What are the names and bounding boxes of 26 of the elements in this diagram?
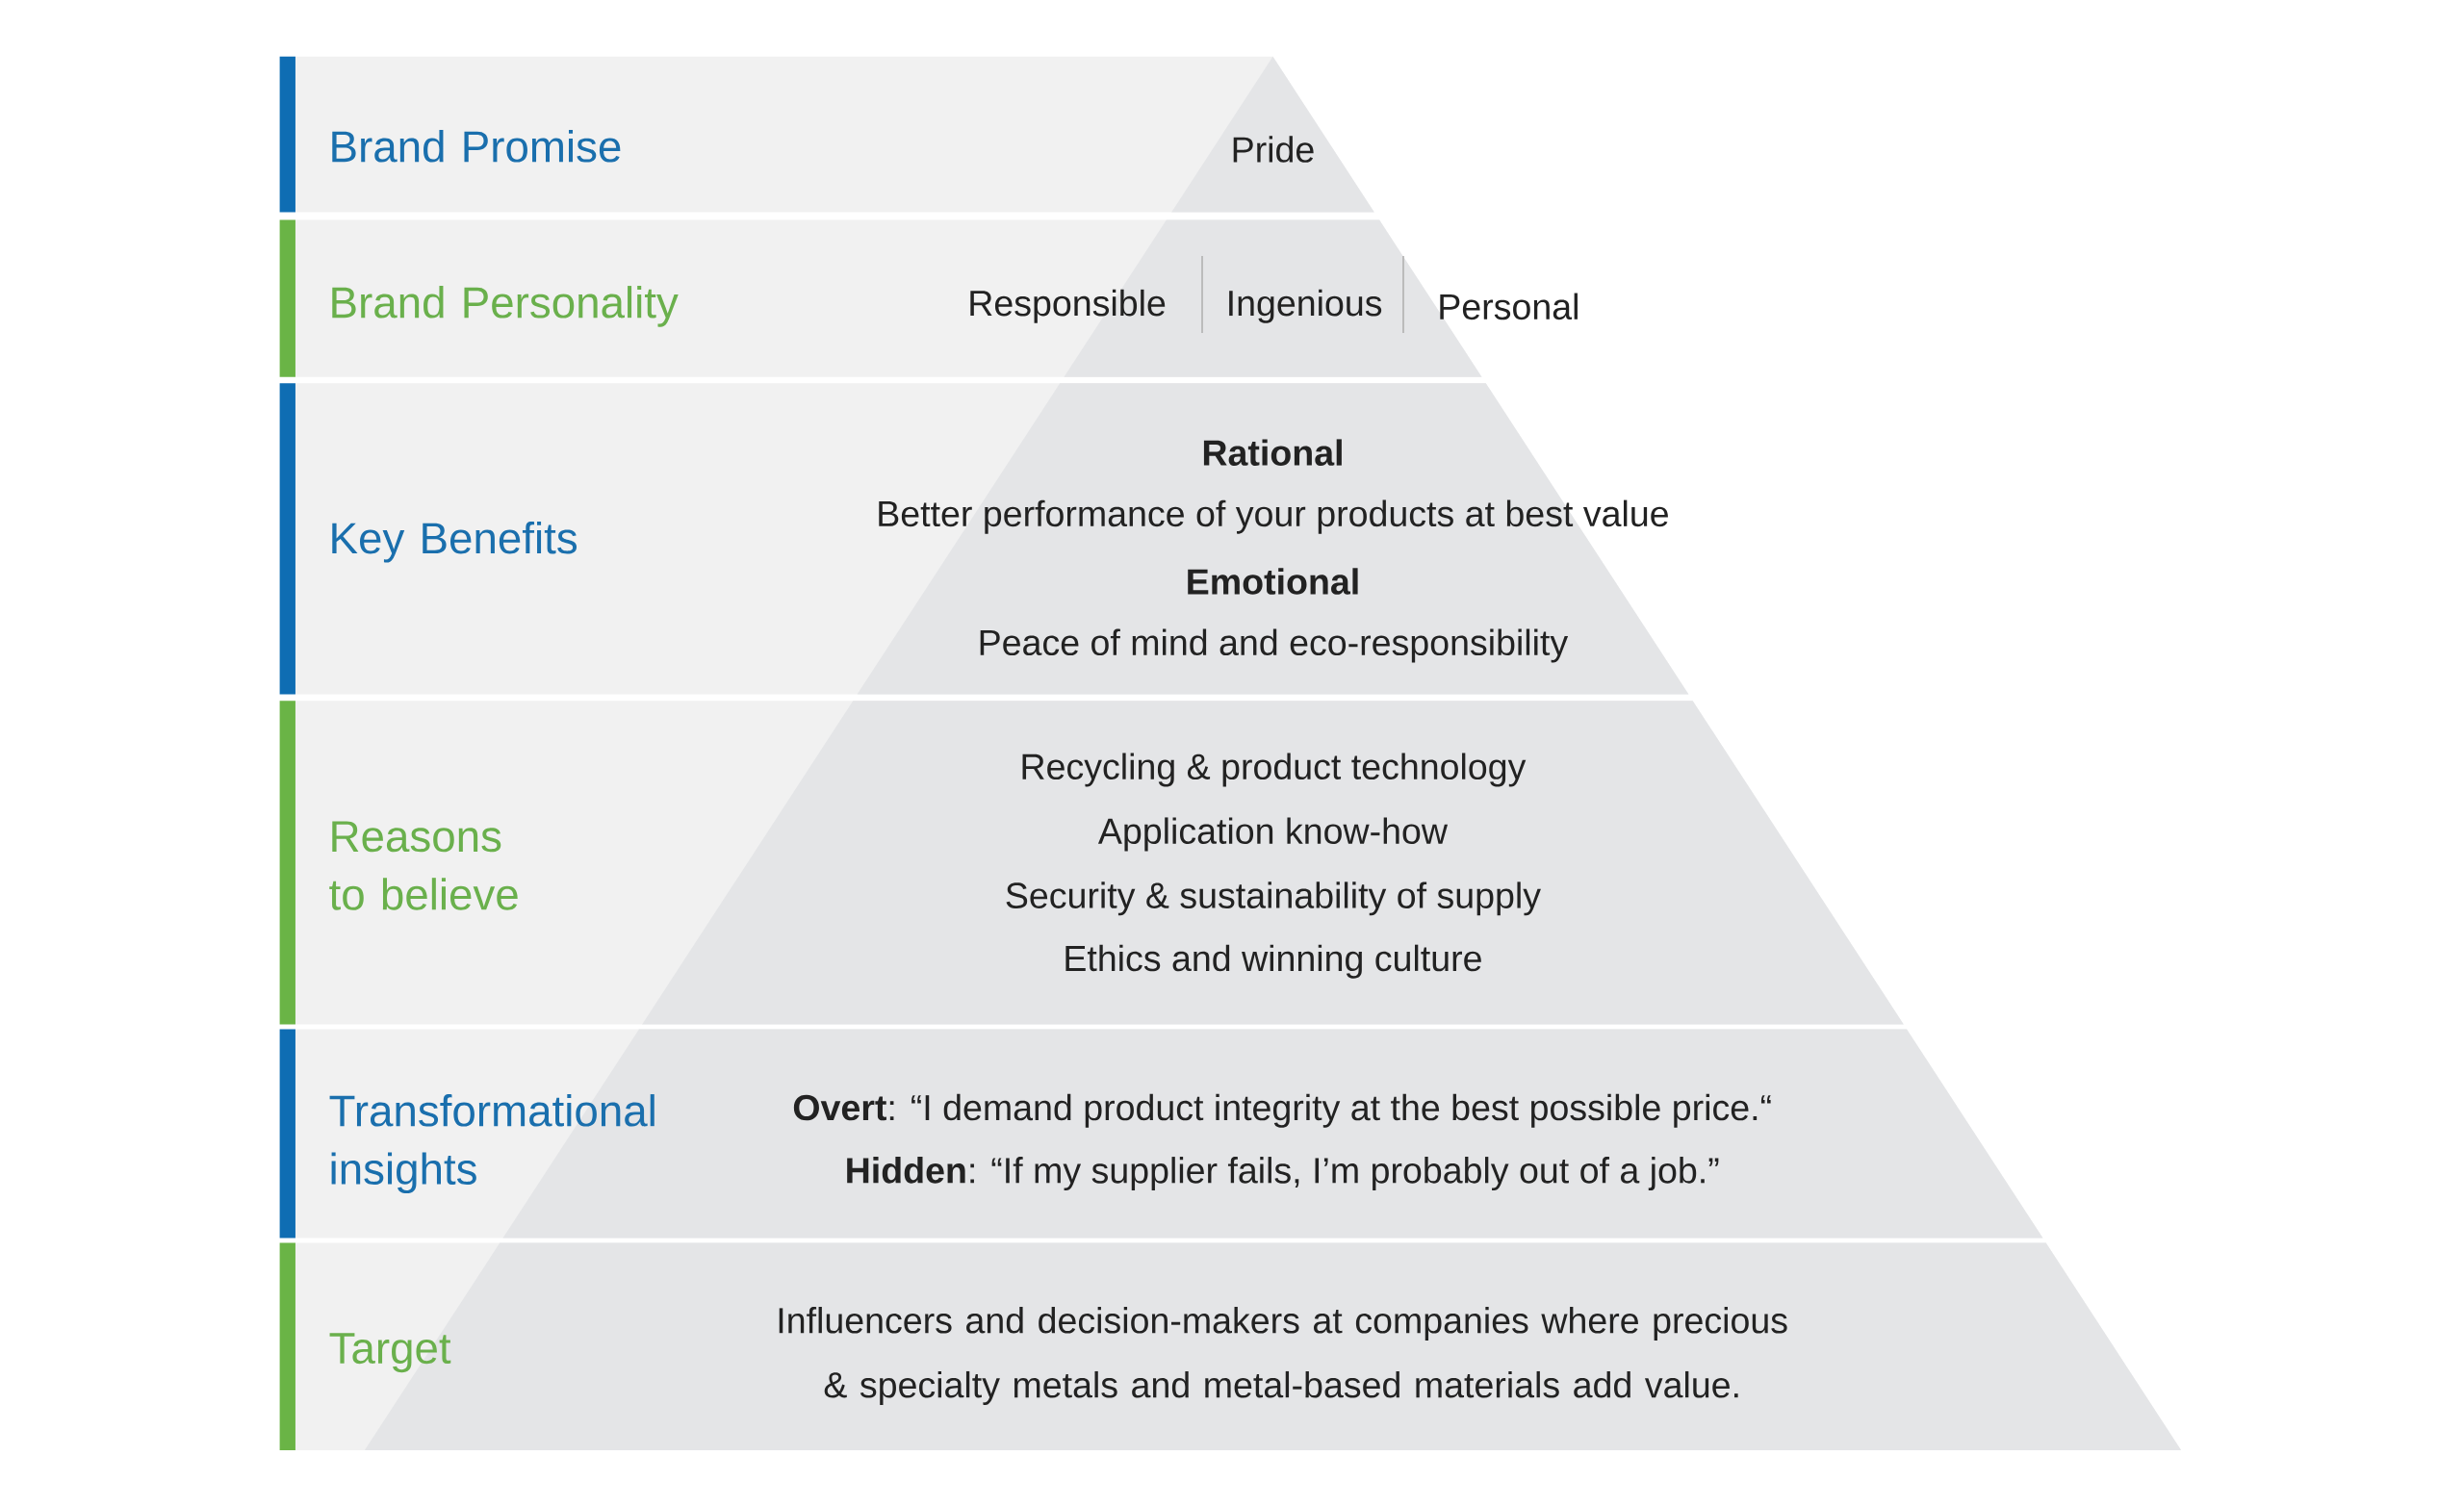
tier-text: Better performance of your products at best value: [879, 499, 1668, 534]
tier-text: Hidden: “If my supplier fails, I’m probably out of a job.”: [847, 1157, 1719, 1191]
pyramid-tier: [279, 701, 1904, 1025]
tier-text: Overt: “I demand product integrity at the best possible price.“: [793, 1093, 1771, 1128]
tier-label: Target: [329, 1333, 451, 1373]
tier-text: Ethics and winning culture: [1065, 944, 1481, 979]
tier-text: Personal: [1440, 293, 1578, 320]
tier-text: Application know-how: [1097, 817, 1449, 852]
tier-text: Recycling & product technology: [1022, 753, 1527, 787]
tier-text: Peace of mind and eco-responsibility: [980, 628, 1569, 663]
tier-label: Transformational insights: [329, 1094, 654, 1194]
pyramid-tier: [279, 56, 1374, 213]
tier-text: Responsible: [970, 290, 1166, 323]
pyramid-tier: [279, 383, 1689, 695]
pyramid-tier: [279, 1242, 2182, 1451]
tier-label: Key Benefits: [332, 522, 578, 563]
pyramid-tier: [279, 1029, 2043, 1239]
tier-label: Reasons to believe: [329, 821, 518, 910]
tier-text: Influencers and decision-makers at companies where precious & specialty metals and metal-based materials add value.: [779, 1307, 1787, 1406]
tier-text: Pride: [1233, 136, 1314, 163]
tier-text: Security & sustainability of supply: [1006, 881, 1541, 916]
tier-text: Emotional: [1188, 568, 1358, 595]
tier-label: Brand Promise: [332, 130, 621, 163]
tier-label: Brand Personality: [332, 286, 679, 327]
tier-text: Rational: [1203, 439, 1342, 467]
tier-text: Ingenious: [1229, 290, 1382, 323]
